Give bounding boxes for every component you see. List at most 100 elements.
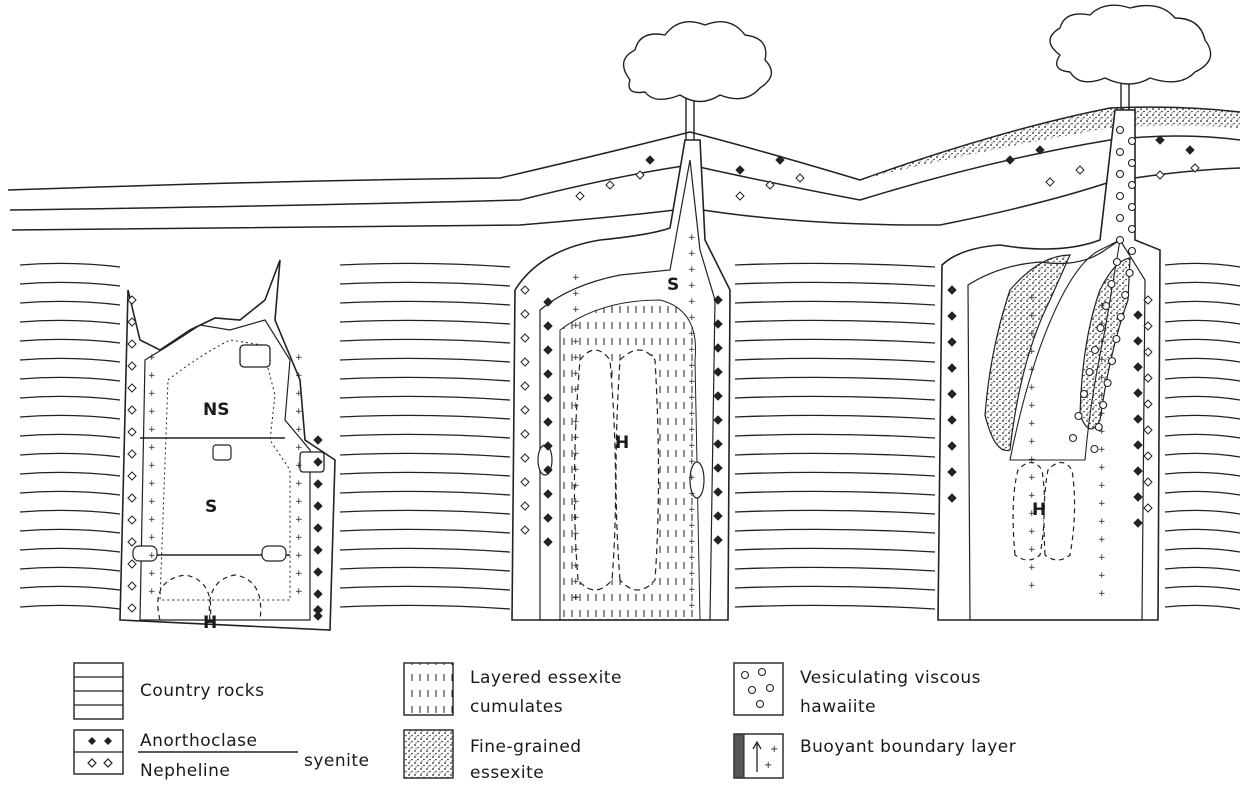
svg-text:+: + <box>148 407 156 417</box>
svg-text:+: + <box>688 441 696 451</box>
svg-text:+: + <box>1028 347 1036 357</box>
svg-text:+: + <box>688 345 696 355</box>
svg-text:+: + <box>1098 517 1106 527</box>
svg-text:+: + <box>1028 329 1036 339</box>
svg-text:+: + <box>295 425 303 435</box>
svg-text:+: + <box>572 417 580 427</box>
svg-text:+: + <box>295 443 303 453</box>
svg-text:+: + <box>688 297 696 307</box>
svg-text:+: + <box>295 479 303 489</box>
svg-text:+: + <box>572 497 580 507</box>
right-intrusion: H <box>938 110 1160 620</box>
svg-text:+: + <box>572 545 580 555</box>
svg-text:+: + <box>148 497 156 507</box>
svg-text:+: + <box>148 353 156 363</box>
legend-country-rocks: Country rocks <box>74 663 265 719</box>
svg-text:+: + <box>295 461 303 471</box>
svg-text:+: + <box>1028 527 1036 537</box>
svg-text:+: + <box>572 289 580 299</box>
svg-text:+: + <box>688 249 696 259</box>
svg-text:+: + <box>1028 365 1036 375</box>
svg-text:+: + <box>1098 355 1106 365</box>
right-eruption-cloud <box>1050 5 1211 110</box>
legend-layered-essexite: Layered essexite cumulates <box>404 663 622 717</box>
legend-fine-grained-line1: Fine-grained <box>470 737 582 757</box>
svg-text:+: + <box>1028 473 1036 483</box>
svg-text:+: + <box>1028 383 1036 393</box>
svg-text:+: + <box>295 515 303 525</box>
svg-text:+: + <box>688 425 696 435</box>
svg-text:+: + <box>295 407 303 417</box>
svg-text:+: + <box>148 479 156 489</box>
svg-text:+: + <box>148 443 156 453</box>
svg-text:+: + <box>688 601 696 611</box>
fine-grained-essexite-swatch <box>404 730 453 778</box>
svg-text:+: + <box>148 569 156 579</box>
svg-text:+: + <box>148 587 156 597</box>
svg-text:+: + <box>1028 311 1036 321</box>
svg-text:+: + <box>688 537 696 547</box>
svg-text:+: + <box>295 497 303 507</box>
svg-text:+: + <box>148 515 156 525</box>
svg-text:+: + <box>572 577 580 587</box>
svg-text:+: + <box>572 465 580 475</box>
svg-text:+: + <box>572 385 580 395</box>
svg-text:+: + <box>1028 545 1036 555</box>
svg-text:+: + <box>688 457 696 467</box>
svg-text:+: + <box>688 473 696 483</box>
svg-text:+: + <box>764 760 772 771</box>
legend-nepheline-label: Nepheline <box>140 761 230 781</box>
legend-vesiculating-hawaiite: Vesiculating viscous hawaiite <box>734 663 981 717</box>
middle-eruption-cloud <box>624 22 772 140</box>
svg-text:+: + <box>295 569 303 579</box>
svg-text:+: + <box>1098 409 1106 419</box>
layered-essexite-swatch <box>404 663 453 715</box>
svg-text:+: + <box>1098 373 1106 383</box>
svg-text:+: + <box>1028 509 1036 519</box>
svg-text:+: + <box>688 521 696 531</box>
svg-text:+: + <box>572 449 580 459</box>
svg-text:+: + <box>1028 563 1036 573</box>
svg-text:+: + <box>295 551 303 561</box>
svg-text:+: + <box>1098 445 1106 455</box>
svg-text:+: + <box>688 553 696 563</box>
legend: Country rocks Anorthoclase Nepheline sye… <box>74 663 1016 783</box>
legend-layered-essexite-line2: cumulates <box>470 697 563 717</box>
svg-text:+: + <box>295 533 303 543</box>
svg-text:+: + <box>1098 337 1106 347</box>
svg-text:+: + <box>688 313 696 323</box>
legend-buoyant-boundary: + + Buoyant boundary layer <box>734 734 1016 778</box>
svg-text:+: + <box>688 361 696 371</box>
svg-text:+: + <box>295 371 303 381</box>
left-h-label: H <box>203 613 217 633</box>
middle-h-label: H <box>615 433 629 453</box>
legend-layered-essexite-line1: Layered essexite <box>470 668 622 688</box>
svg-text:+: + <box>1028 437 1036 447</box>
svg-text:+: + <box>148 533 156 543</box>
svg-text:+: + <box>572 321 580 331</box>
svg-text:+: + <box>572 529 580 539</box>
surface-layers <box>8 107 1240 230</box>
left-s-label: S <box>205 497 217 517</box>
svg-text:+: + <box>295 587 303 597</box>
svg-text:+: + <box>688 393 696 403</box>
svg-text:+: + <box>572 305 580 315</box>
left-ns-label: NS <box>203 400 229 420</box>
middle-intrusion: S H <box>512 140 730 620</box>
legend-country-rocks-label: Country rocks <box>140 681 265 701</box>
legend-fine-grained-essexite: Fine-grained essexite <box>404 730 582 783</box>
svg-text:+: + <box>1098 535 1106 545</box>
svg-text:+: + <box>770 744 778 755</box>
svg-text:+: + <box>1098 499 1106 509</box>
legend-buoyant-boundary-label: Buoyant boundary layer <box>800 737 1016 757</box>
svg-text:+: + <box>688 281 696 291</box>
svg-text:+: + <box>148 371 156 381</box>
legend-syenite-label: syenite <box>304 751 370 771</box>
svg-text:+: + <box>572 337 580 347</box>
svg-text:+: + <box>148 425 156 435</box>
svg-text:+: + <box>1028 491 1036 501</box>
legend-anorthoclase-label: Anorthoclase <box>140 731 257 751</box>
svg-text:+: + <box>688 377 696 387</box>
svg-text:+: + <box>688 569 696 579</box>
svg-text:+: + <box>295 353 303 363</box>
